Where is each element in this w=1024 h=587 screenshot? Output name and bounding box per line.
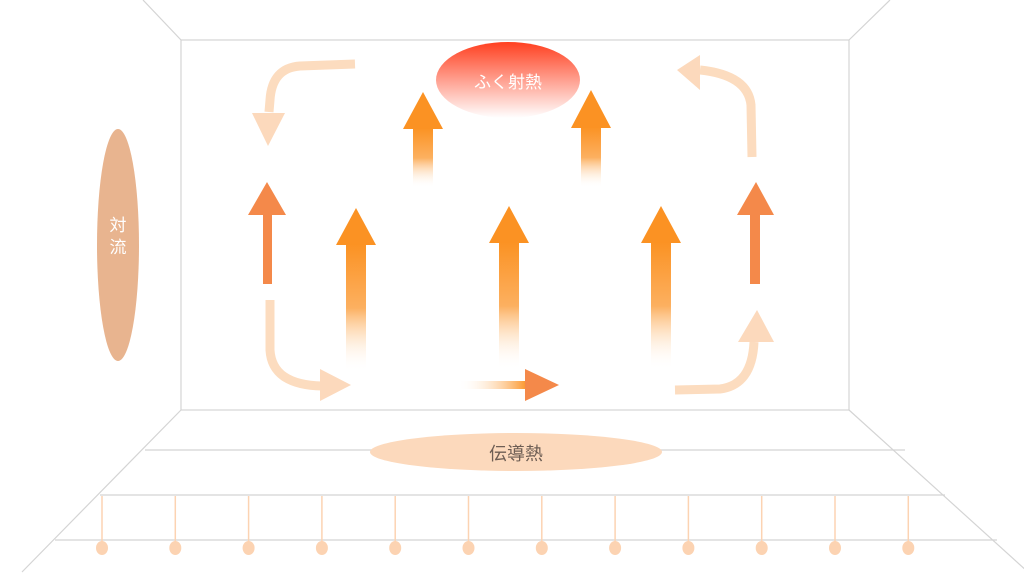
arrow-up-icon <box>737 182 774 284</box>
floor-heating-pins <box>96 496 915 555</box>
arrow-head-left-icon <box>677 55 700 90</box>
heating-pin-dot <box>755 541 768 555</box>
arrow-head-right-icon <box>320 369 351 401</box>
arrow-right-icon <box>458 369 559 401</box>
heating-pin-dot <box>829 541 841 555</box>
curved-arrow-left-icon <box>699 65 757 158</box>
arrow-up-icon <box>641 206 681 370</box>
heating-pin-dot <box>389 541 402 555</box>
convection-label-line2: 流 <box>109 238 127 258</box>
back-wall <box>180 39 850 411</box>
heating-pin-dot <box>315 541 328 555</box>
radiant-heat-ellipse <box>436 42 580 118</box>
heating-pin-dot <box>535 541 548 555</box>
curved-arrow-down-icon <box>264 59 356 113</box>
convection-ellipse <box>97 129 139 361</box>
convection-label: 対 流 <box>97 215 139 259</box>
heating-pin-dot <box>242 541 255 555</box>
curved-arrow-right-icon <box>265 300 323 391</box>
arrow-up-icon <box>489 206 529 370</box>
arrow-head-down-icon <box>252 113 285 146</box>
convection-curved-arrows <box>264 59 759 395</box>
radiant-heat-label: ふく射熱 <box>474 73 542 93</box>
arrow-up-icon <box>571 90 611 188</box>
room-lines <box>21 0 1024 573</box>
upward-arrows <box>248 90 774 401</box>
conductive-heat-label: 伝導熱 <box>489 444 543 465</box>
arrow-up-icon <box>248 182 286 284</box>
conduction-ellipse <box>370 433 662 471</box>
curved-arrow-up-icon <box>674 341 759 395</box>
convection-label-line1: 対 <box>109 216 127 236</box>
heating-pin-dot <box>96 541 108 555</box>
heating-pin-dot <box>902 541 915 555</box>
arrow-up-icon <box>403 92 443 188</box>
heating-pin-dot <box>462 541 475 555</box>
arrow-head-up-icon <box>738 310 774 342</box>
heating-pin-dot <box>682 541 695 555</box>
heating-pin-dot <box>169 541 182 555</box>
heating-pin-dot <box>609 541 622 555</box>
arrow-up-icon <box>336 208 376 372</box>
